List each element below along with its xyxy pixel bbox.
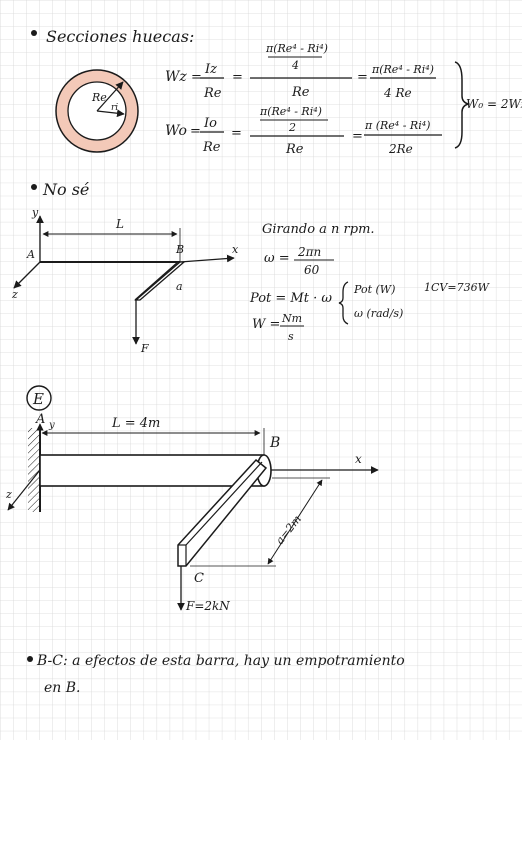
wz-f3-den: 4 Re (383, 86, 412, 100)
wo-f1-num: Io (203, 116, 217, 131)
wz-f1-num: Iz (204, 62, 217, 77)
re-label: Re (91, 91, 107, 104)
cylinder-body (39, 454, 265, 487)
pot-equation: Pot = Mt · ω (249, 291, 332, 306)
bullet (31, 184, 37, 190)
units-brace (338, 281, 349, 325)
re-radius-arrow (96, 81, 124, 112)
w-lhs: W = (252, 317, 280, 332)
wo-f2-num: π(Re⁴ - Ri⁴) (259, 105, 322, 118)
arm-bc (177, 458, 268, 567)
svg-text:=: = (357, 70, 368, 85)
circled-e-letter: E (32, 390, 44, 408)
shaft-sketch-small: y z A x L B a F (11, 206, 239, 355)
wo-f1-den: Re (202, 140, 221, 155)
wz-formula: Wz = Iz Re = π(Re⁴ - Ri⁴) 4 Re = π(Re⁴ -… (165, 42, 436, 101)
point-a-label: A (26, 248, 35, 261)
wz-lhs: Wz (165, 69, 187, 85)
ri-radius-arrow (96, 109, 125, 118)
heading-secciones-huecas: Secciones huecas: (46, 27, 194, 46)
w0-equals-2wz: W₀ = 2Wz (466, 97, 522, 111)
length-l-label: L (115, 217, 124, 231)
svg-text:=: = (191, 70, 202, 85)
cv-conversion: 1CV=736W (424, 281, 491, 294)
heading-no-se: No sé (42, 180, 89, 199)
wz-f3-num: π(Re⁴ - Ri⁴) (371, 63, 434, 76)
wo-f3-den: 2Re (388, 142, 413, 156)
section-hollow-sections: Secciones huecas: Re ri Wz = Iz Re = π(R… (31, 27, 522, 157)
girando-text: Girando a n rpm. (262, 222, 375, 237)
wo-formula: Wo = Io Re = π(Re⁴ - Ri⁴) 2 Re = π (Re⁴ … (165, 105, 442, 157)
hollow-ring-diagram: Re ri (55, 69, 139, 153)
wo-f2-num-div: 2 (288, 121, 296, 134)
point-c-large: C (194, 571, 204, 586)
axis-y-label: y (31, 206, 39, 219)
rpm-notes: Girando a n rpm. ω = 2πn 60 Pot = Mt · ω… (249, 222, 491, 343)
wz-f1-den: Re (203, 86, 222, 101)
wall-hatch (28, 428, 40, 512)
axis-x-large: x (355, 452, 362, 466)
bc-note-line2: en B. (44, 680, 81, 696)
wo-lhs: Wo (165, 123, 187, 139)
right-brace (454, 61, 471, 149)
bullet (31, 30, 37, 36)
units-pot-w: Pot (W) (353, 283, 395, 296)
force-label: F=2kN (185, 599, 230, 613)
wo-f3-num: π (Re⁴ - Ri⁴) (364, 119, 430, 132)
wz-f2-den: Re (291, 85, 310, 100)
omega-den: 60 (304, 263, 320, 277)
circled-e (26, 385, 52, 411)
omega-num: 2πn (297, 245, 321, 259)
svg-text:=: = (352, 129, 363, 144)
bc-note-line1: B-C: a efectos de esta barra, hay un emp… (36, 653, 405, 669)
units-omega: ω (rad/s) (354, 307, 403, 320)
svg-text:=: = (232, 70, 243, 85)
force-f-label: F (140, 342, 149, 355)
section-bc-note: B-C: a efectos de esta barra, hay un emp… (27, 653, 405, 696)
wz-f2-num-div: 4 (291, 59, 299, 72)
wz-f2-num: π(Re⁴ - Ri⁴) (265, 42, 328, 55)
axis-y-large: y (48, 420, 55, 431)
point-b-large: B (269, 435, 280, 451)
svg-text:=: = (231, 126, 242, 141)
axis-x-label: x (232, 243, 239, 256)
axis-z-large: z (5, 488, 12, 501)
w-den: s (288, 330, 294, 343)
svg-text:=: = (190, 124, 201, 139)
section-no-se: No sé y z A x L B a F Girando a n rpm. ω… (11, 180, 491, 355)
wo-f2-den: Re (285, 142, 304, 157)
ri-label: ri (111, 103, 118, 113)
omega-lhs: ω = (264, 251, 290, 266)
w-num: Nm (281, 312, 302, 325)
bullet (27, 656, 33, 662)
point-b-label: B (175, 243, 184, 256)
point-a-large: A (35, 412, 45, 427)
length-label: L = 4m (111, 416, 160, 431)
arm-a-label: a (176, 280, 183, 293)
axis-z-label: z (11, 288, 18, 301)
